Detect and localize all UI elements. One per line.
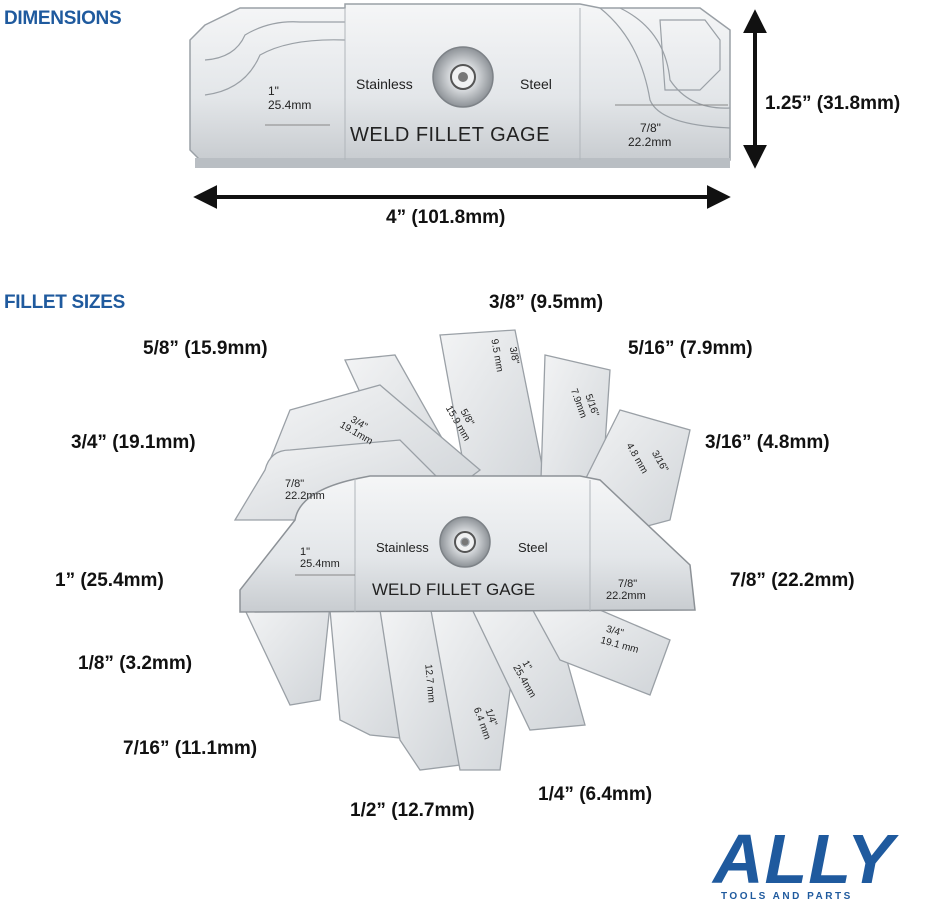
blade-label-7-8: 7/8" [285,478,305,490]
brand-tagline: TOOLS AND PARTS [721,891,853,902]
fillet-size-5-16: 5/16” (7.9mm) [628,338,753,359]
fillet-size-5-8: 5/8” (15.9mm) [143,338,268,359]
gauge-left-text: Stainless [356,76,413,92]
fillet-size-1: 1” (25.4mm) [55,570,164,591]
front-gauge-right-text: Steel [518,540,548,555]
brand-logo: ALLY TOOLS AND PARTS [713,820,938,905]
height-dimension-label: 1.25” (31.8mm) [765,93,901,114]
brand-name: ALLY [713,820,895,898]
fillet-size-1-2: 1/2” (12.7mm) [350,800,475,821]
fillet-size-3-16: 3/16” (4.8mm) [705,432,830,453]
width-dimension-label: 4” (101.8mm) [386,207,506,228]
gauge-left-size-metric: 25.4mm [268,98,312,112]
gauge-right-size-metric: 22.2mm [628,135,672,149]
front-gauge-title: WELD FILLET GAGE [372,580,536,599]
dimensions-title: DIMENSIONS [4,8,122,29]
top-gauge [189,3,731,168]
fillet-size-3-4: 3/4” (19.1mm) [71,432,196,453]
gauge-right-size-imperial: 7/8" [640,121,661,135]
fillet-size-7-8: 7/8” (22.2mm) [730,570,855,591]
front-gauge-right-size-metric: 22.2mm [606,590,646,602]
front-gauge-left-size-metric: 25.4mm [300,558,340,570]
gauge-right-text: Steel [520,76,552,92]
fillet-size-7-16: 7/16” (11.1mm) [123,738,258,759]
fanned-blades [233,329,696,771]
fillet-size-3-8: 3/8” (9.5mm) [489,292,604,313]
front-gauge-left-text: Stainless [376,540,429,555]
gauge-left-size-imperial: 1" [268,84,279,98]
front-gauge-left-size-imperial: 1" [300,546,311,558]
fillet-sizes-title: FILLET SIZES [4,292,125,313]
gauge-title: WELD FILLET GAGE [350,124,550,146]
front-gauge-right-size-imperial: 7/8" [618,578,638,590]
fillet-size-1-8: 1/8” (3.2mm) [78,653,193,674]
blade-label-22-2: 22.2mm [285,490,325,502]
fillet-size-1-4: 1/4” (6.4mm) [538,784,653,805]
